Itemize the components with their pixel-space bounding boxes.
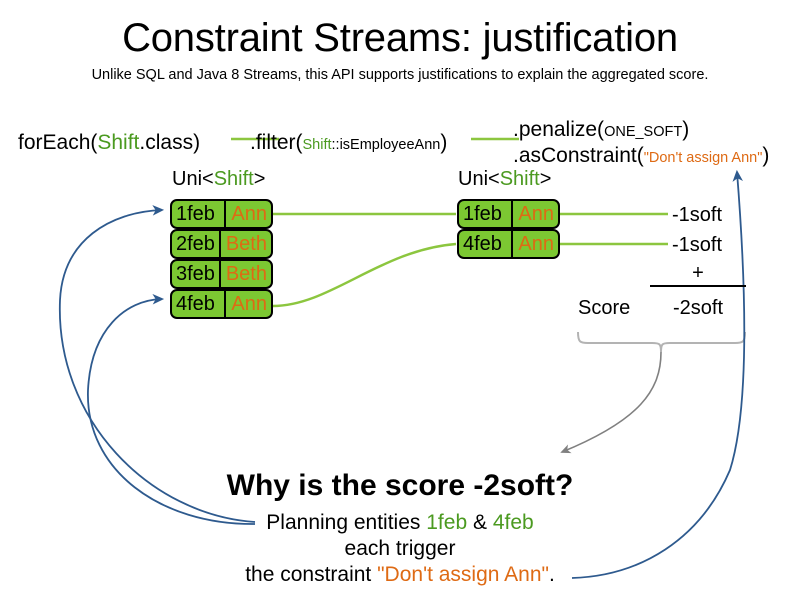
- explanation-line3-suffix: .: [548, 563, 555, 586]
- as-constraint-prefix: .asConstraint(: [513, 144, 644, 167]
- penalty-label: -1soft: [672, 204, 723, 226]
- stream-label-right: Uni<Shift>: [458, 167, 551, 191]
- fact-employee: Ann: [518, 233, 554, 255]
- explanation-line-1: Planning entities 1feb & 4feb: [0, 510, 800, 536]
- fact-date: 3feb: [172, 261, 221, 287]
- fact-date: 4feb: [459, 231, 514, 257]
- fact-date: 2feb: [172, 231, 221, 257]
- foreach-prefix: forEach(: [18, 131, 98, 154]
- score-label: Score: [578, 297, 631, 319]
- filter-arg-type: Shift: [302, 137, 332, 153]
- sum-rule: [650, 285, 746, 287]
- uni-right-type: Shift: [499, 168, 540, 190]
- fact-date: 4feb: [172, 291, 227, 317]
- code-as-constraint: .asConstraint("Don't assign Ann"): [513, 143, 769, 171]
- explanation-entity-1feb: 1feb: [426, 511, 468, 534]
- penalize-suffix: ): [682, 118, 690, 141]
- fact-employee: Beth: [225, 263, 267, 285]
- penalty-label: -1soft: [672, 234, 723, 256]
- fact-employee: Ann: [231, 293, 267, 315]
- as-constraint-arg: "Don't assign Ann": [643, 150, 763, 166]
- sum-plus-sign: +: [692, 262, 704, 284]
- page-title: Constraint Streams: justification: [122, 16, 678, 60]
- uni-right-suffix: >: [539, 168, 552, 190]
- explanation-constraint-name: "Don't assign Ann": [377, 563, 549, 586]
- fact-date: 1feb: [459, 201, 514, 227]
- page-subtitle: Unlike SQL and Java 8 Streams, this API …: [91, 67, 709, 83]
- code-filter: .filter(Shift::isEmployeeAnn): [250, 130, 447, 158]
- fact-box[interactable]: 4feb Ann: [170, 289, 273, 319]
- fact-box[interactable]: 2feb Beth: [170, 229, 273, 259]
- explanation-entity-4feb: 4feb: [492, 511, 534, 534]
- stream-label-left: Uni<Shift>: [172, 167, 265, 191]
- explanation-line-3: the constraint "Don't assign Ann".: [0, 562, 800, 588]
- uni-left-suffix: >: [253, 168, 266, 190]
- explanation-heading: Why is the score -2soft?: [226, 469, 574, 502]
- fact-employee: Ann: [231, 203, 267, 225]
- score-total: -2soft: [672, 297, 724, 319]
- foreach-type: Shift: [97, 131, 140, 154]
- explanation-line1-prefix: Planning entities: [266, 511, 427, 534]
- fact-date: 1feb: [172, 201, 227, 227]
- fact-box[interactable]: 1feb Ann: [170, 199, 273, 229]
- filter-prefix: .filter(: [250, 131, 303, 154]
- fact-box[interactable]: 3feb Beth: [170, 259, 273, 289]
- code-foreach: forEach(Shift.class): [18, 130, 200, 156]
- foreach-suffix: .class): [139, 131, 201, 154]
- fact-employee: Beth: [225, 233, 267, 255]
- explanation-line1-amp: &: [467, 511, 493, 534]
- fact-box[interactable]: 4feb Ann: [457, 229, 560, 259]
- as-constraint-suffix: ): [762, 144, 770, 167]
- explanation-line3-prefix: the constraint: [245, 563, 378, 586]
- fact-box[interactable]: 1feb Ann: [457, 199, 560, 229]
- uni-right-prefix: Uni<: [458, 168, 500, 190]
- fact-employee: Ann: [518, 203, 554, 225]
- uni-left-type: Shift: [213, 168, 254, 190]
- filter-arg-rest: ::isEmployeeAnn: [331, 137, 441, 153]
- penalize-arg: ONE_SOFT: [604, 124, 683, 140]
- uni-left-prefix: Uni<: [172, 168, 214, 190]
- filter-suffix: ): [440, 131, 448, 154]
- penalize-prefix: .penalize(: [513, 118, 605, 141]
- code-penalize: .penalize(ONE_SOFT): [513, 117, 689, 145]
- explanation-line-2: each trigger: [344, 537, 456, 560]
